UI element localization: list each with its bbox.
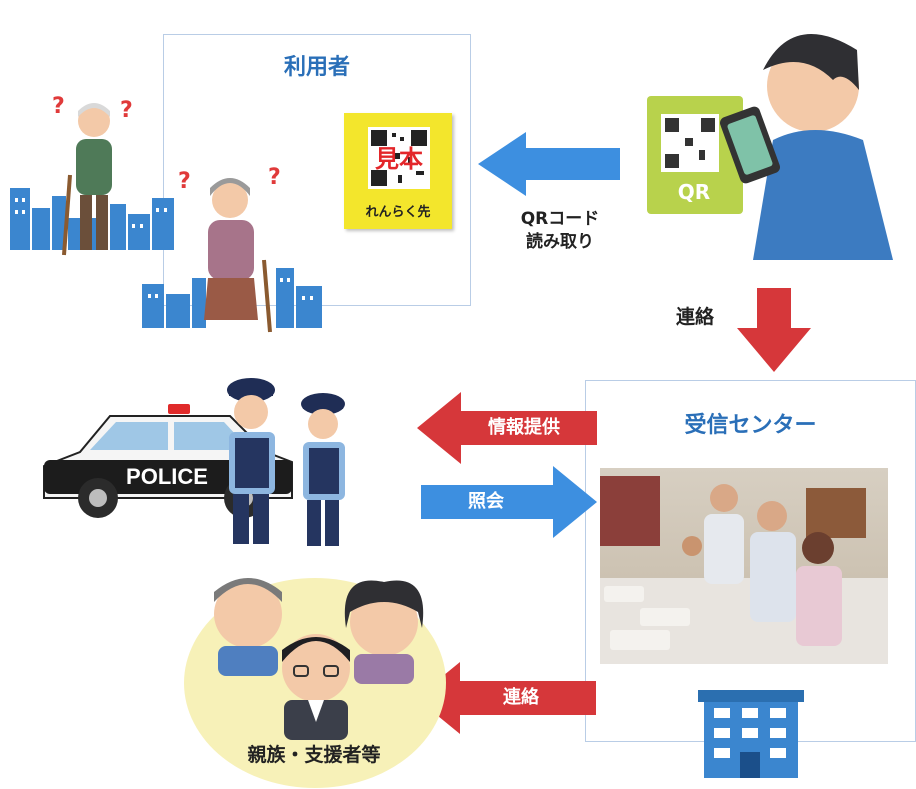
family-supporters-label: 親族・支援者等: [247, 744, 381, 766]
svg-text:?: ?: [268, 165, 281, 190]
svg-text:?: ?: [178, 169, 191, 194]
man-scanning-phone-icon: [647, 34, 893, 260]
arrow-inquiry-icon: [421, 466, 597, 538]
police-car-text: POLICE: [126, 464, 208, 489]
arrow-info-provision-label: 情報提供: [488, 417, 560, 438]
arrow-contact-icon: [416, 662, 596, 734]
qr-code-icon: [368, 127, 430, 189]
arrow-down-red-icon: [737, 288, 811, 372]
reception-center-title: 受信センター: [684, 413, 817, 438]
svg-text:?: ?: [52, 94, 65, 119]
arrow-left-blue-icon: [478, 132, 620, 196]
elderly-man-icon: ? ?: [52, 94, 133, 256]
contact-down-label: 連絡: [675, 306, 714, 328]
qr-tag-footer: れんらく先: [365, 205, 431, 220]
qr-sample-badge: 見本: [375, 145, 423, 173]
elderly-woman-icon: ? ?: [178, 165, 281, 333]
scan-caption-line2: 読み取り: [526, 232, 594, 252]
phone-qr-tag: QR: [677, 180, 711, 204]
svg-text:?: ?: [120, 98, 133, 123]
arrow-contact-label: 連絡: [503, 687, 539, 708]
call-center-photo: [600, 468, 888, 664]
family-supporters-icon: [214, 578, 424, 740]
building-icon: [698, 690, 804, 778]
user-panel-title: 利用者: [283, 55, 350, 80]
arrow-inquiry-label: 照会: [468, 491, 504, 512]
police-officers-icon: [227, 378, 345, 546]
qr-tag: 見本 れんらく先: [344, 113, 452, 229]
scan-caption-line1: QRコード: [520, 209, 600, 229]
city-skyline-right-icon: [142, 268, 322, 328]
arrow-info-provision-icon: [417, 392, 597, 464]
